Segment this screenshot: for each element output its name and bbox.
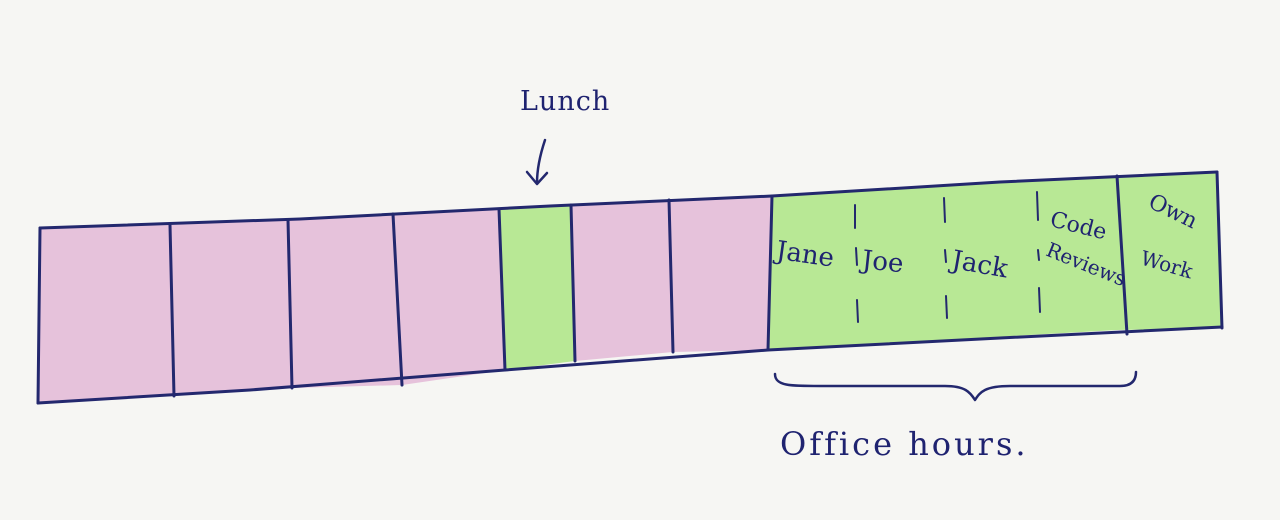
subdivider-jane-joe <box>854 204 859 323</box>
divider-5 <box>569 203 577 363</box>
lunch-arrow-icon <box>525 138 549 186</box>
timeline-right-edge <box>1215 170 1224 330</box>
divider-1 <box>168 223 176 398</box>
divider-6 <box>667 198 675 354</box>
work-block-1 <box>38 225 174 403</box>
office-hours-block <box>768 172 1222 350</box>
block-fills <box>38 172 1222 403</box>
work-block-5 <box>571 200 673 361</box>
office-hours-brace <box>773 370 1138 402</box>
divider-own-work <box>1115 174 1129 336</box>
lunch-label: Lunch <box>520 86 610 117</box>
work-block-2 <box>170 220 292 396</box>
lunch-block <box>499 205 575 370</box>
work-block-6 <box>669 196 772 352</box>
divider-4 <box>497 207 507 372</box>
divider-3 <box>391 212 404 387</box>
timeline-outline <box>36 170 1224 405</box>
office-hours-label: Office hours. <box>780 425 1029 463</box>
divider-7 <box>766 194 774 352</box>
joe-label: Joe <box>858 245 905 279</box>
subdivider-joe-jack <box>943 197 948 319</box>
timeline-left-edge <box>36 226 42 405</box>
work-block-3 <box>288 214 402 388</box>
timeline-top-edge <box>38 170 1219 230</box>
divider-2 <box>286 218 294 390</box>
subdivider-jack-reviews <box>1036 191 1041 313</box>
work-block-4 <box>393 209 505 385</box>
office-hours-subdividers <box>854 191 1041 323</box>
timeline-bottom-edge <box>36 325 1224 405</box>
